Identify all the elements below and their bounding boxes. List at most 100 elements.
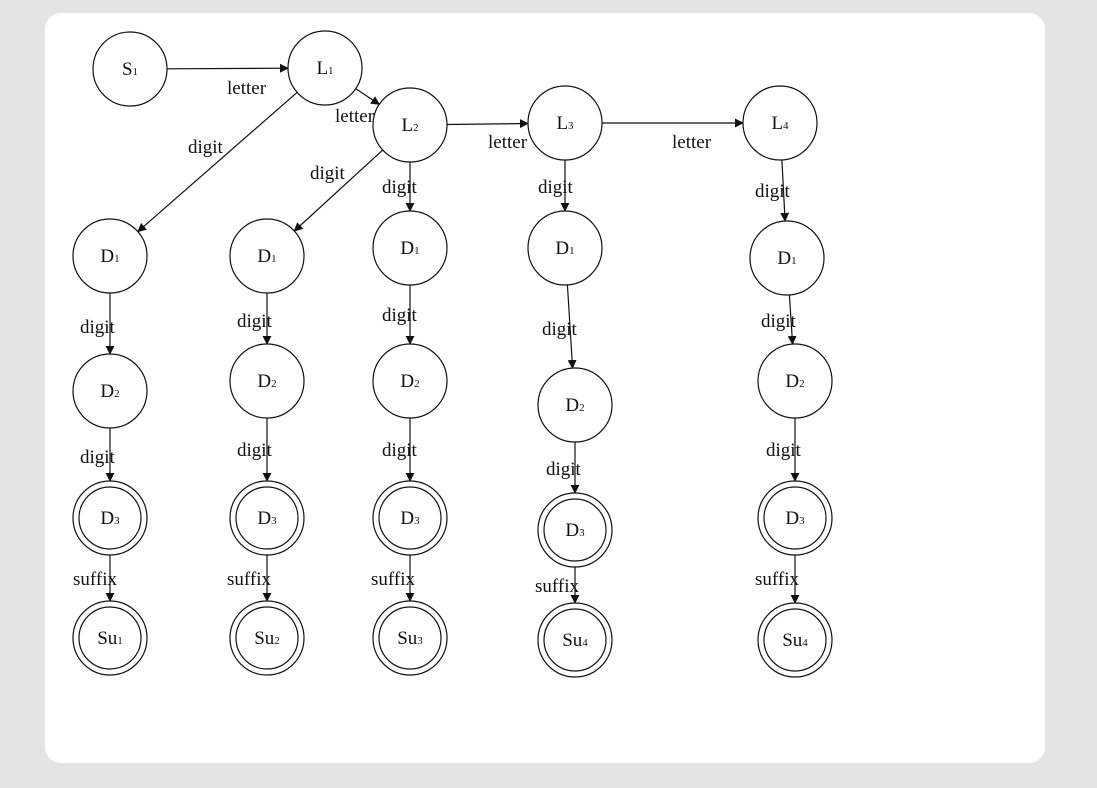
transition-label-c4D3-c4Su: suffix <box>535 576 579 597</box>
accepting-ring <box>378 606 442 670</box>
state-c4D1: D1 <box>527 210 603 286</box>
state-L2: L2 <box>372 87 448 163</box>
state-circle <box>229 218 305 294</box>
state-label-main: D <box>565 520 579 541</box>
state-circle <box>72 480 148 556</box>
accepting-ring <box>78 606 142 670</box>
state-label-subscript: 3 <box>799 515 805 527</box>
state-label-main: Su <box>97 628 118 649</box>
state-label: L2 <box>401 115 418 136</box>
state-circle <box>537 602 613 678</box>
state-label-main: L <box>316 58 328 79</box>
transition-label-c4D2-c4D3: digit <box>546 459 582 480</box>
state-label-subscript: 1 <box>414 245 420 257</box>
transition-label-L2-c3D1: digit <box>382 177 418 198</box>
state-c3D2: D2 <box>372 343 448 419</box>
state-circle <box>372 480 448 556</box>
state-label: D3 <box>785 508 805 529</box>
state-circle <box>537 367 613 443</box>
state-c3D1: D1 <box>372 210 448 286</box>
state-label: D2 <box>785 371 804 392</box>
state-circle <box>742 85 818 161</box>
state-label-subscript: 1 <box>133 66 139 78</box>
transition-label-L4-c5D1: digit <box>755 181 791 202</box>
transition-label-L1-c1D1: digit <box>188 137 224 158</box>
accepting-ring <box>78 486 142 550</box>
state-label-main: Su <box>782 630 803 651</box>
state-label-subscript: 2 <box>579 402 585 414</box>
state-label: D1 <box>555 238 574 259</box>
state-label-main: S <box>122 59 133 80</box>
accepting-ring <box>543 498 607 562</box>
state-label-main: D <box>257 246 271 267</box>
state-label: L3 <box>556 113 574 134</box>
state-circle <box>229 480 305 556</box>
state-circle <box>229 343 305 419</box>
state-label: D3 <box>400 508 420 529</box>
state-label: D1 <box>400 238 419 259</box>
state-label-subscript: 1 <box>271 253 277 265</box>
state-label-subscript: 2 <box>271 378 277 390</box>
state-label: S1 <box>122 59 138 80</box>
transition-label-c1D3-c1Su: suffix <box>73 569 117 590</box>
state-label-main: D <box>400 371 414 392</box>
state-circle <box>372 210 448 286</box>
state-circle <box>749 220 825 296</box>
state-label: D3 <box>100 508 120 529</box>
state-label-subscript: 4 <box>802 637 808 649</box>
state-label: D2 <box>257 371 276 392</box>
state-label-subscript: 2 <box>274 635 280 647</box>
state-L1: L1 <box>287 30 363 106</box>
state-c5D3: D3 <box>757 480 833 556</box>
state-circle <box>372 343 448 419</box>
state-label: D1 <box>100 246 119 267</box>
state-label-subscript: 2 <box>799 378 805 390</box>
state-label-main: D <box>565 395 579 416</box>
state-label-main: D <box>777 248 791 269</box>
state-circle <box>72 600 148 676</box>
state-label: D1 <box>777 248 796 269</box>
transition-layer <box>105 63 800 604</box>
transition-label-c5D3-c5Su: suffix <box>755 569 799 590</box>
state-label-subscript: 2 <box>114 388 120 400</box>
transition-label-S1-L1: letter <box>227 78 267 99</box>
accepting-ring <box>235 606 299 670</box>
transition-label-L2-L3: letter <box>488 132 528 153</box>
state-label: L1 <box>316 58 333 79</box>
state-circle <box>229 600 305 676</box>
state-label: D3 <box>257 508 277 529</box>
state-circle <box>757 480 833 556</box>
state-label-main: D <box>100 508 114 529</box>
state-label-subscript: 3 <box>414 515 420 527</box>
state-circle <box>287 30 363 106</box>
state-label-subscript: 4 <box>783 120 789 132</box>
state-label-subscript: 2 <box>414 378 420 390</box>
state-label-subscript: 1 <box>328 65 334 77</box>
state-label: L4 <box>771 113 789 134</box>
state-circle <box>527 210 603 286</box>
state-c1D3: D3 <box>72 480 148 556</box>
state-label-main: D <box>257 508 271 529</box>
transition-label-c3D1-c3D2: digit <box>382 305 418 326</box>
state-c2D1: D1 <box>229 218 305 294</box>
accepting-ring <box>543 608 607 672</box>
accepting-ring <box>378 486 442 550</box>
transition-label-c2D1-c2D2: digit <box>237 311 273 332</box>
state-label-main: D <box>400 238 414 259</box>
state-label-main: D <box>100 381 114 402</box>
state-label-subscript: 1 <box>117 635 123 647</box>
transition-label-L1-L2: letter <box>335 106 375 127</box>
state-c2D3: D3 <box>229 480 305 556</box>
state-label: Su1 <box>97 628 123 649</box>
transition-label-L3-c4D1: digit <box>538 177 574 198</box>
transition-arrow-L1-c1D1 <box>137 91 298 233</box>
state-c1D2: D2 <box>72 353 148 429</box>
transition-label-c5D1-c5D2: digit <box>761 311 797 332</box>
state-label: D3 <box>565 520 585 541</box>
state-label: Su4 <box>782 630 808 651</box>
state-circle <box>72 353 148 429</box>
